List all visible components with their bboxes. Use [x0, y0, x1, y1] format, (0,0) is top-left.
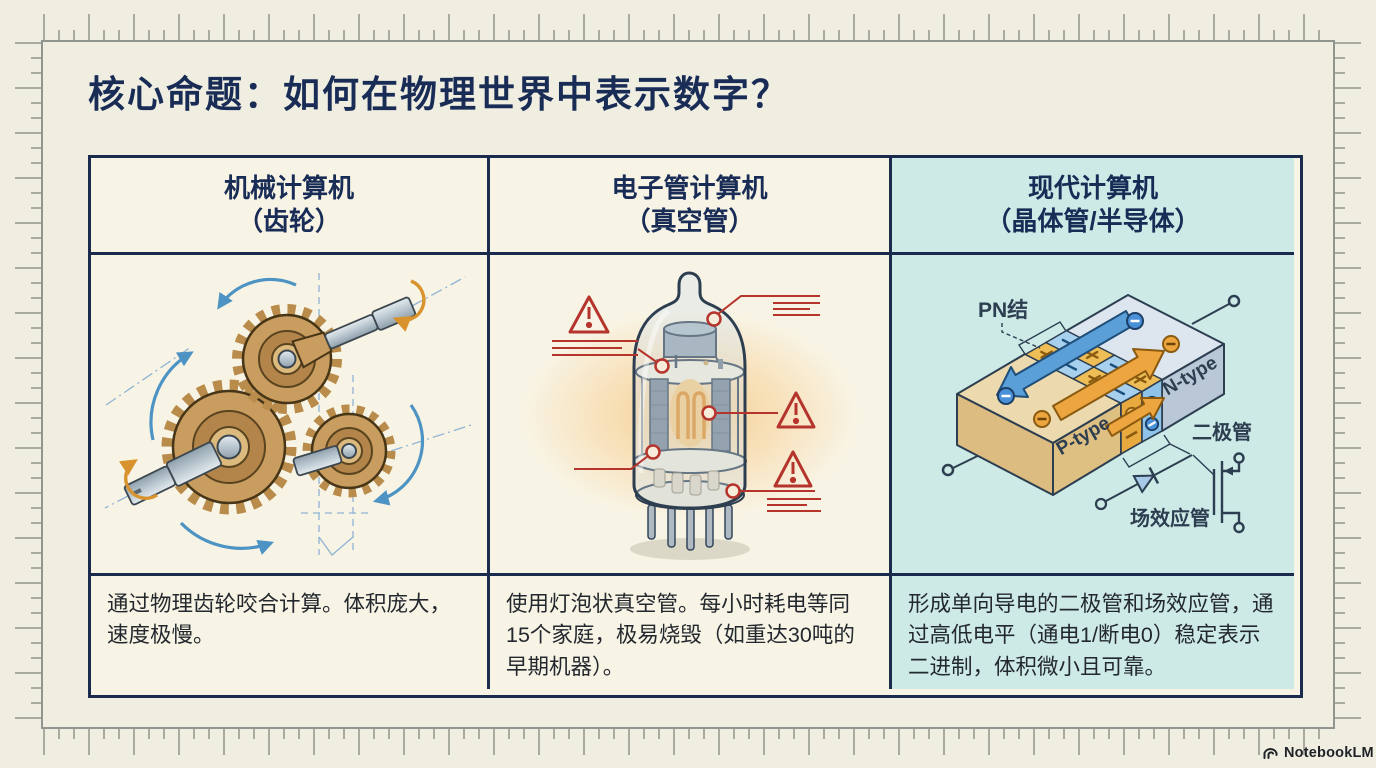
ruler-ticks-left-minor — [31, 42, 41, 723]
fet-label: 场效应管 — [1130, 506, 1210, 530]
electron-flow-arrow — [996, 310, 1135, 398]
illustration-cell-vacuum-tube — [490, 255, 892, 576]
shaft-small-gear — [292, 445, 343, 477]
description-row: 通过物理齿轮咬合计算。体积庞大，速度极慢。 使用灯泡状真空管。每小时耗电等同15… — [91, 576, 1300, 689]
ruler-ticks-right — [1335, 42, 1361, 723]
ruler-ticks-top — [43, 14, 1331, 40]
pn-junction-bracket — [1001, 321, 1067, 355]
warning-triangle-icon — [776, 391, 816, 429]
gears-illustration — [104, 273, 472, 556]
diode-label: 二极管 — [1192, 420, 1252, 444]
tube-glass — [632, 271, 747, 510]
vacuum-tube-illustration — [522, 271, 858, 560]
comparison-table: 机械计算机 （齿轮） 电子管计算机 （真空管） 现代计算机 （晶体管/半导体） — [88, 155, 1303, 698]
pn-junction-label: PN结 — [978, 299, 1028, 322]
torque-arrow-icons — [118, 279, 426, 500]
tube-internals — [633, 321, 747, 496]
illustration-row: PN结 P-type N-type 二极管 场效应管 — [91, 255, 1300, 576]
page-title: 核心命题：如何在物理世界中表示数字？ — [88, 74, 790, 115]
rotation-arrow-icons — [149, 277, 425, 555]
header-cell-mechanical: 机械计算机 （齿轮） — [91, 158, 490, 255]
header-title: 现代计算机 — [1027, 173, 1158, 203]
header-subtitle: （真空管） — [624, 206, 755, 236]
pn-junction-illustration: PN结 P-type N-type 二极管 场效应管 — [941, 294, 1252, 534]
description-cell-mechanical: 通过物理齿轮咬合计算。体积庞大，速度极慢。 — [91, 576, 490, 689]
description-cell-vacuum-tube: 使用灯泡状真空管。每小时耗电等同15个家庭，极易烧毁（如重达30吨的早期机器）。 — [490, 576, 892, 689]
header-cell-vacuum-tube: 电子管计算机 （真空管） — [490, 158, 892, 255]
header-title: 电子管计算机 — [611, 173, 768, 203]
ruler-ticks-left — [15, 42, 41, 723]
illustration-cell-semiconductor: PN结 P-type N-type 二极管 场效应管 — [892, 255, 1294, 576]
warning-triangle-icon — [773, 450, 813, 488]
gear-top — [232, 304, 342, 414]
ruler-ticks-bottom — [43, 729, 1331, 755]
description-cell-modern: 形成单向导电的二极管和场效应管，通过高低电平（通电1/断电0）稳定表示二进制，体… — [892, 576, 1294, 689]
front-flow-arrow — [1105, 397, 1165, 437]
tube-filament — [676, 391, 706, 439]
charge-carrier-dots — [997, 312, 1180, 428]
warning-triangle-icon — [568, 295, 610, 334]
header-subtitle: （晶体管/半导体） — [985, 206, 1201, 236]
ruler-ticks-right-minor — [1335, 42, 1345, 723]
header-cell-modern: 现代计算机 （晶体管/半导体） — [892, 158, 1294, 255]
notebooklm-logo-icon — [1263, 748, 1278, 759]
brand-watermark: NotebookLM — [1262, 744, 1374, 761]
blueprint-frame — [41, 40, 1335, 729]
mosfet-symbol — [1192, 452, 1245, 534]
brand-name: NotebookLM — [1284, 744, 1374, 761]
ruler-ticks-top-minor — [43, 30, 1331, 40]
hole-flow-arrow — [1052, 348, 1165, 421]
gear-small — [302, 404, 396, 498]
semiconductor-block — [956, 294, 1225, 496]
header-title: 机械计算机 — [223, 173, 354, 203]
ruler-ticks-bottom-minor — [43, 729, 1331, 739]
diode-symbol — [1094, 434, 1193, 511]
shaft-top-gear — [291, 296, 417, 369]
header-subtitle: （齿轮） — [236, 206, 341, 236]
header-row: 机械计算机 （齿轮） 电子管计算机 （真空管） 现代计算机 （晶体管/半导体） — [91, 158, 1300, 255]
warning-callouts — [552, 295, 821, 512]
illustration-cell-gears — [91, 255, 490, 576]
